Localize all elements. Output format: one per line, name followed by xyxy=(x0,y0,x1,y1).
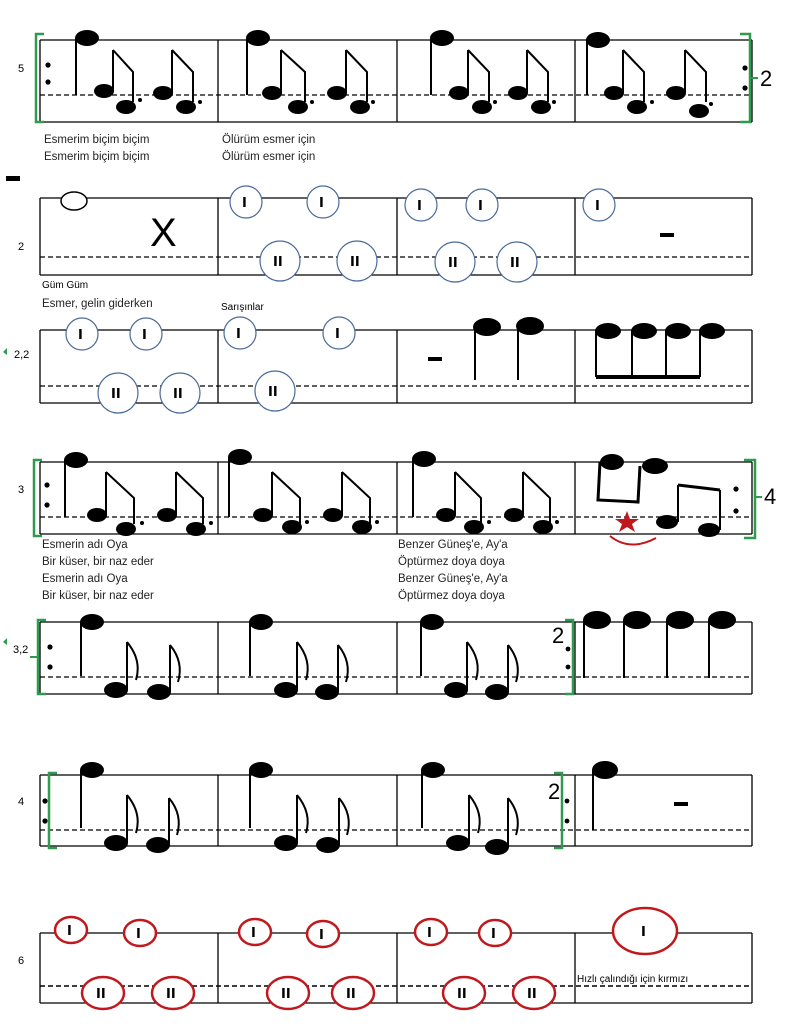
rest-icon xyxy=(6,176,20,181)
rest-icon xyxy=(660,233,674,237)
row-label: 2 xyxy=(18,241,24,253)
svg-text:I: I xyxy=(595,199,600,214)
svg-text:II: II xyxy=(273,255,283,270)
row-2: 2 X I I II II I I II II I Güm Güm Esmer,… xyxy=(18,185,753,313)
row-4: 3 4 xyxy=(18,449,776,602)
svg-text:II: II xyxy=(96,987,106,1002)
lyric-line: Bir küser, bir naz eder xyxy=(42,556,154,568)
svg-text:I: I xyxy=(67,924,72,939)
lyric-line: Esmerim biçim biçim xyxy=(44,151,149,163)
lyric-line: Öptürmez doya doya xyxy=(398,590,505,602)
lyric-line: Ölürüm esmer için xyxy=(222,151,315,163)
svg-text:II: II xyxy=(457,987,467,1002)
lyric-line: Benzer Güneş'e, Ay'a xyxy=(398,573,508,585)
svg-text:I: I xyxy=(319,196,324,211)
row-label: 5 xyxy=(18,63,24,75)
row-7: 6 I I II II I I II II I I II II I Hızlı … xyxy=(18,906,753,1011)
svg-text:I: I xyxy=(335,327,340,342)
annotation: Hızlı çalındığı için kırmızı xyxy=(577,974,688,985)
svg-text:II: II xyxy=(527,987,537,1002)
row-label: 6 xyxy=(18,955,24,967)
row-label: 3 xyxy=(18,484,24,496)
svg-text:I: I xyxy=(142,328,147,343)
repeat-count: 4 xyxy=(764,484,776,509)
lyric-line: Esmerin adı Oya xyxy=(42,573,128,585)
svg-text:I: I xyxy=(136,927,141,942)
repeat-count: 2 xyxy=(548,779,560,804)
svg-text:I: I xyxy=(242,196,247,211)
svg-text:II: II xyxy=(350,255,360,270)
svg-text:II: II xyxy=(268,385,278,400)
x-mark: X xyxy=(150,211,177,255)
svg-text:I: I xyxy=(478,199,483,214)
svg-text:I: I xyxy=(236,327,241,342)
lyric-line: Esmer, gelin giderken xyxy=(42,298,153,310)
svg-text:I: I xyxy=(427,926,432,941)
svg-text:I: I xyxy=(78,328,83,343)
svg-text:II: II xyxy=(281,987,291,1002)
lyric-line: Öptürmez doya doya xyxy=(398,556,505,568)
svg-text:I: I xyxy=(641,925,646,940)
svg-text:I: I xyxy=(251,926,256,941)
svg-text:II: II xyxy=(111,387,121,402)
row-3: 2,2 I I II II I I II xyxy=(3,316,753,414)
svg-text:I: I xyxy=(319,928,324,943)
row-6: 4 2 xyxy=(18,761,753,855)
row-1: 5 2 xyxy=(18,30,772,163)
svg-text:II: II xyxy=(346,987,356,1002)
rest-icon xyxy=(674,802,688,806)
lyric-line: Esmerim biçim biçim xyxy=(44,134,149,146)
svg-text:II: II xyxy=(173,387,183,402)
svg-text:II: II xyxy=(448,256,458,271)
svg-text:II: II xyxy=(166,987,176,1002)
rest-icon xyxy=(428,357,442,361)
lyric-line: Sarışınlar xyxy=(221,302,264,313)
row-label: 2,2 xyxy=(14,349,29,361)
repeat-count: 2 xyxy=(760,66,772,91)
row-label: 4 xyxy=(18,796,24,808)
row-label: 3,2 xyxy=(13,644,28,656)
lyric-line: Güm Güm xyxy=(42,280,88,291)
repeat-count: 2 xyxy=(552,623,564,648)
lyric-line: Esmerin adı Oya xyxy=(42,539,128,551)
svg-text:I: I xyxy=(491,927,496,942)
star-icon xyxy=(615,511,639,532)
lyric-line: Ölürüm esmer için xyxy=(222,134,315,146)
svg-text:II: II xyxy=(510,256,520,271)
svg-text:I: I xyxy=(417,199,422,214)
lyric-line: Bir küser, bir naz eder xyxy=(42,590,154,602)
lyric-line: Benzer Güneş'e, Ay'a xyxy=(398,539,508,551)
row-5: 3,2 2 xyxy=(3,611,753,700)
